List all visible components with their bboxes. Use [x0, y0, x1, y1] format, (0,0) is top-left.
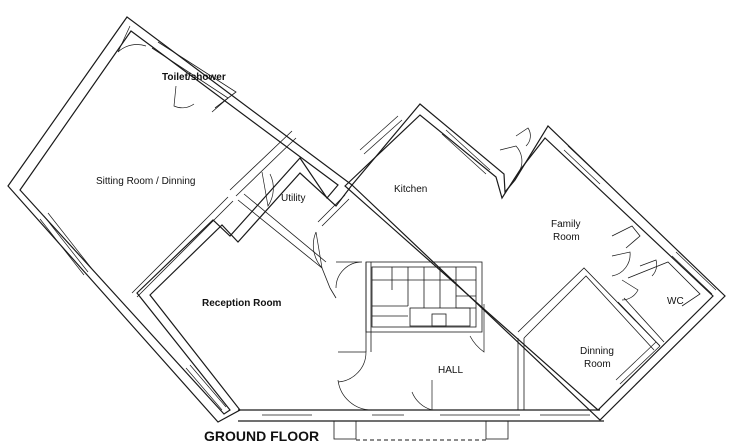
internal-walls — [131, 41, 701, 410]
kitchen-label: Kitchen — [394, 184, 427, 195]
floor-title: GROUND FLOOR — [204, 428, 319, 444]
dinning-room-label-line2: Room — [584, 359, 611, 370]
windows — [39, 115, 717, 416]
utility-label: Utility — [281, 193, 305, 204]
outer-walls — [7, 16, 726, 423]
dinning-room-label-line1: Dinning — [580, 346, 614, 357]
toilet-shower-label: Toilet/shower — [162, 72, 226, 83]
family-room-label-line2: Room — [553, 232, 580, 243]
wc-label: WC — [667, 296, 684, 307]
family-room-label-line1: Family — [551, 219, 580, 230]
reception-room-label: Reception Room — [202, 298, 282, 309]
sitting-dining-label: Sitting Room / Dinning — [96, 176, 196, 187]
hall-label: HALL — [438, 365, 463, 376]
staircase — [365, 261, 483, 333]
front-step — [333, 420, 509, 441]
doors — [117, 25, 658, 411]
